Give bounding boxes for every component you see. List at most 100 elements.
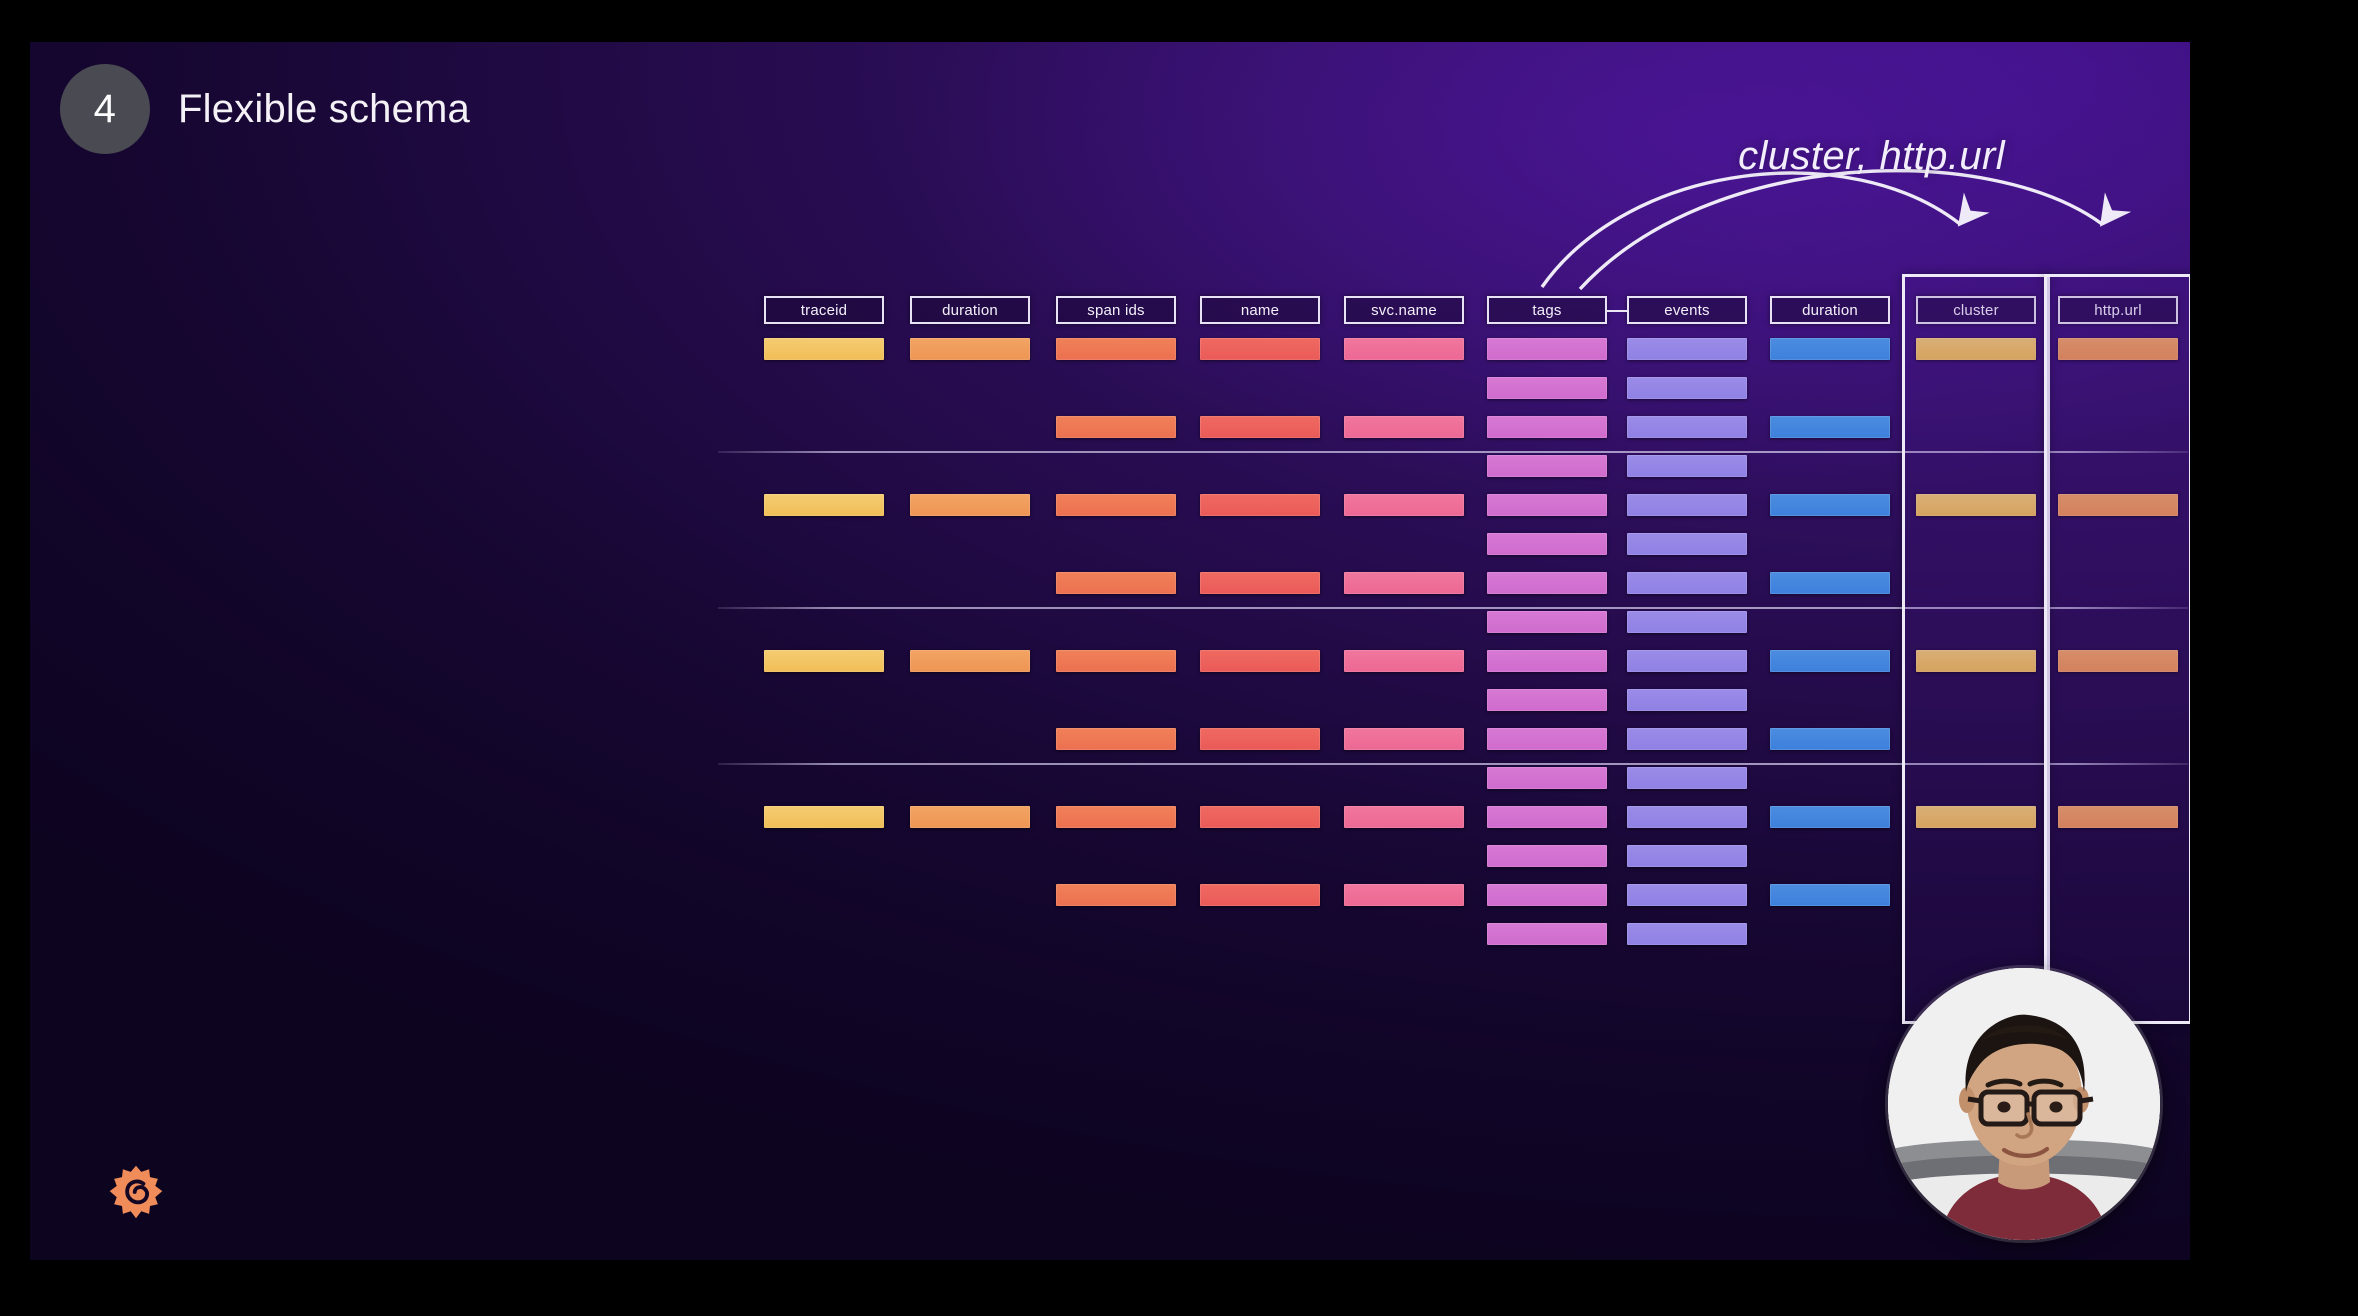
data-bar bbox=[764, 806, 884, 828]
data-bar bbox=[1056, 806, 1176, 828]
data-bar bbox=[1200, 494, 1320, 516]
column-header-events[interactable]: events bbox=[1627, 296, 1747, 324]
page-title: Flexible schema bbox=[178, 86, 471, 131]
data-bar bbox=[1200, 650, 1320, 672]
webcam-video bbox=[1888, 968, 2160, 1240]
data-bar bbox=[1916, 338, 2036, 360]
data-bar bbox=[1627, 455, 1747, 477]
data-bar bbox=[1200, 416, 1320, 438]
data-bar bbox=[1487, 884, 1607, 906]
data-bar bbox=[1344, 806, 1464, 828]
tags-events-connector bbox=[1607, 310, 1629, 312]
data-bar bbox=[1916, 494, 2036, 516]
data-bar bbox=[1487, 533, 1607, 555]
data-bar bbox=[1487, 572, 1607, 594]
row-group-separator bbox=[718, 451, 2188, 453]
highlight-box-cluster bbox=[1902, 274, 2050, 1024]
data-bar bbox=[1627, 494, 1747, 516]
data-bar bbox=[1200, 728, 1320, 750]
data-bar bbox=[1770, 650, 1890, 672]
data-bar bbox=[1627, 572, 1747, 594]
data-bar bbox=[1916, 650, 2036, 672]
data-bar bbox=[1487, 845, 1607, 867]
slide-header: 4 Flexible schema bbox=[60, 64, 470, 154]
data-bar bbox=[1627, 884, 1747, 906]
data-bar bbox=[1627, 767, 1747, 789]
data-bar bbox=[1056, 650, 1176, 672]
data-bar bbox=[1627, 689, 1747, 711]
data-bar bbox=[1916, 806, 2036, 828]
data-bar bbox=[1770, 884, 1890, 906]
data-bar bbox=[2058, 338, 2178, 360]
column-header-duration1[interactable]: duration bbox=[910, 296, 1030, 324]
column-header-httpurl[interactable]: http.url bbox=[2058, 296, 2178, 324]
data-bar bbox=[1056, 494, 1176, 516]
data-bar bbox=[910, 494, 1030, 516]
data-bar bbox=[1344, 572, 1464, 594]
column-header-svcname[interactable]: svc.name bbox=[1344, 296, 1464, 324]
slide-number: 4 bbox=[93, 86, 117, 131]
data-bar bbox=[1770, 416, 1890, 438]
data-bar bbox=[1200, 884, 1320, 906]
data-bar bbox=[764, 494, 884, 516]
row-group-separator bbox=[718, 763, 2188, 765]
annotation-label: cluster, http.url bbox=[1738, 134, 2005, 178]
row-group-separator bbox=[718, 607, 2188, 609]
data-bar bbox=[1627, 338, 1747, 360]
column-header-duration2[interactable]: duration bbox=[1770, 296, 1890, 324]
column-header-name[interactable]: name bbox=[1200, 296, 1320, 324]
column-header-tags[interactable]: tags bbox=[1487, 296, 1607, 324]
data-bar bbox=[1770, 728, 1890, 750]
data-bar bbox=[1344, 416, 1464, 438]
data-bar bbox=[1344, 494, 1464, 516]
data-bar bbox=[1487, 416, 1607, 438]
data-bar bbox=[1487, 767, 1607, 789]
data-bar bbox=[1200, 338, 1320, 360]
data-bar bbox=[1627, 416, 1747, 438]
grafana-logo bbox=[109, 1165, 163, 1219]
data-bar bbox=[764, 650, 884, 672]
data-bar bbox=[1487, 689, 1607, 711]
data-bar bbox=[1770, 338, 1890, 360]
data-bar bbox=[1487, 728, 1607, 750]
highlight-box-httpurl bbox=[2044, 274, 2190, 1024]
data-bar bbox=[1627, 533, 1747, 555]
data-bar bbox=[1627, 845, 1747, 867]
data-bar bbox=[1056, 884, 1176, 906]
data-bar bbox=[1487, 455, 1607, 477]
data-bar bbox=[1487, 338, 1607, 360]
data-bar bbox=[2058, 494, 2178, 516]
data-bar bbox=[1770, 494, 1890, 516]
data-bar bbox=[1344, 650, 1464, 672]
column-header-spanids[interactable]: span ids bbox=[1056, 296, 1176, 324]
grafana-logo-spiral bbox=[125, 1179, 149, 1205]
slide-number-badge: 4 bbox=[60, 64, 150, 154]
data-bar bbox=[764, 338, 884, 360]
data-bar bbox=[1627, 650, 1747, 672]
data-bar bbox=[2058, 806, 2178, 828]
data-bar bbox=[1056, 338, 1176, 360]
data-bar bbox=[1627, 377, 1747, 399]
data-bar bbox=[1344, 728, 1464, 750]
data-bar bbox=[1627, 806, 1747, 828]
data-bar bbox=[910, 338, 1030, 360]
data-bar bbox=[1627, 728, 1747, 750]
data-bar bbox=[1487, 650, 1607, 672]
data-bar bbox=[1487, 806, 1607, 828]
data-bar bbox=[910, 806, 1030, 828]
data-bar bbox=[1770, 572, 1890, 594]
data-bar bbox=[1200, 572, 1320, 594]
presenter-webcam bbox=[1888, 968, 2160, 1240]
data-bar bbox=[1056, 728, 1176, 750]
data-bar bbox=[1487, 611, 1607, 633]
data-bar bbox=[1770, 806, 1890, 828]
data-bar bbox=[1344, 338, 1464, 360]
presentation-slide: 4 Flexible schema cluster, http.url trac… bbox=[30, 42, 2190, 1260]
column-header-cluster[interactable]: cluster bbox=[1916, 296, 2036, 324]
data-bar bbox=[1627, 923, 1747, 945]
data-bar bbox=[1056, 416, 1176, 438]
column-header-traceid[interactable]: traceid bbox=[764, 296, 884, 324]
data-bar bbox=[1627, 611, 1747, 633]
